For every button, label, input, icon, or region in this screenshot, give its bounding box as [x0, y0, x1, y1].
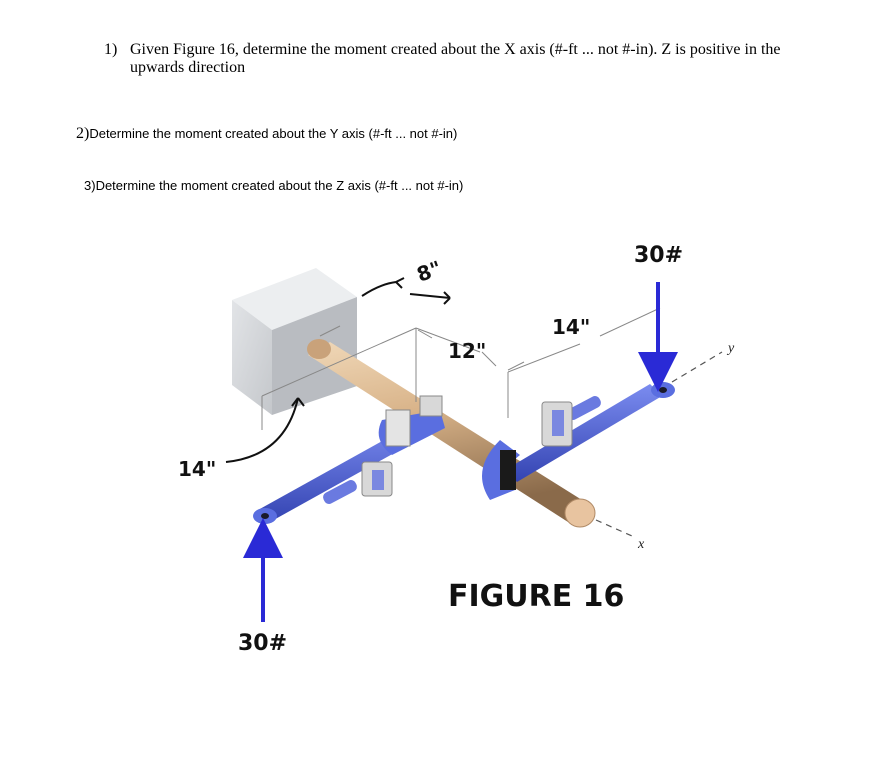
figure-caption: FIGURE 16 — [448, 579, 624, 614]
question-3-text: Determine the moment created about the Z… — [95, 178, 464, 193]
question-3: 3)Determine the moment created about the… — [84, 178, 463, 193]
axis-x-label: x — [637, 537, 645, 552]
question-1-number: 1) — [104, 41, 118, 58]
dim-12in-label: 12" — [448, 339, 486, 363]
dimension-14in-arrow-top — [507, 361, 525, 371]
dim-14in-top-label: 14" — [552, 315, 590, 339]
dimension-12in-arrow — [417, 329, 497, 367]
question-2-text: Determine the moment created about the Y… — [89, 126, 458, 141]
dimension-14in-arrow-left — [225, 397, 305, 463]
dimension-8in-arrow — [361, 277, 451, 305]
dim-8in-label: 8" — [414, 256, 445, 287]
wrench-left — [253, 395, 445, 524]
force-top-label: 30# — [634, 243, 683, 268]
question-2: 2)Determine the moment created about the… — [76, 125, 457, 143]
axis-y-label: y — [726, 341, 735, 356]
question-1: 1) Given Figure 16, determine the moment… — [104, 41, 824, 77]
axis-lines — [595, 351, 723, 537]
question-1-text: Given Figure 16, determine the moment cr… — [130, 41, 781, 76]
question-2-number: 2) — [76, 125, 90, 142]
dimension-lines — [261, 307, 661, 430]
dim-14in-left-label: 14" — [178, 457, 216, 481]
force-bottom-label: 30# — [238, 631, 287, 656]
question-3-number: 3) — [84, 178, 96, 193]
wall-block — [232, 268, 357, 415]
wrench-right — [482, 382, 675, 500]
